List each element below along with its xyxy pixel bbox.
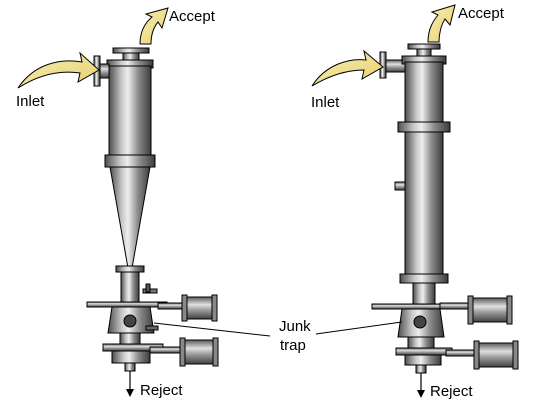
left-reject-label: Reject (140, 382, 183, 399)
left-cylinder (108, 65, 152, 159)
left-cleaner (86, 47, 219, 372)
right-main-cylinder (404, 131, 444, 277)
left-accept-flange (112, 47, 150, 54)
left-band-flange (104, 154, 156, 168)
left-inlet-label: Inlet (16, 93, 45, 110)
junk-trap-label-line1: Junk (279, 318, 311, 335)
right-lower-actuator (475, 342, 517, 368)
left-cone-flange (115, 265, 145, 273)
right-inlet-label: Inlet (311, 94, 340, 111)
left-inlet-pipe (99, 63, 110, 79)
left-inlet-arrow (17, 51, 100, 89)
right-reject-label: Reject (430, 383, 473, 400)
right-inlet-arrow (311, 49, 384, 87)
left-upper-actuator (183, 296, 215, 320)
junk-trap-leader-right (315, 321, 403, 335)
left-lower-actuator (181, 339, 217, 365)
left-accept-arrow (139, 7, 169, 45)
right-upper-actuator (469, 297, 511, 323)
right-accept-flange (407, 43, 441, 50)
right-band-flange (397, 121, 451, 133)
left-accept-label: Accept (169, 8, 215, 25)
right-upper-cylinder (404, 61, 444, 125)
right-accept-label: Accept (458, 5, 504, 22)
junk-trap-leader-left (153, 322, 271, 337)
left-upper-plate (86, 301, 168, 308)
left-cone (109, 166, 151, 269)
right-lower-plate (395, 347, 453, 356)
right-reject-arrowhead (417, 390, 425, 398)
left-lower-pipe (120, 271, 140, 305)
right-cleaner (371, 43, 519, 374)
junk-trap-label-line2: trap (280, 337, 306, 354)
left-reject-arrowhead (126, 389, 134, 397)
right-accept-arrow (427, 4, 456, 43)
